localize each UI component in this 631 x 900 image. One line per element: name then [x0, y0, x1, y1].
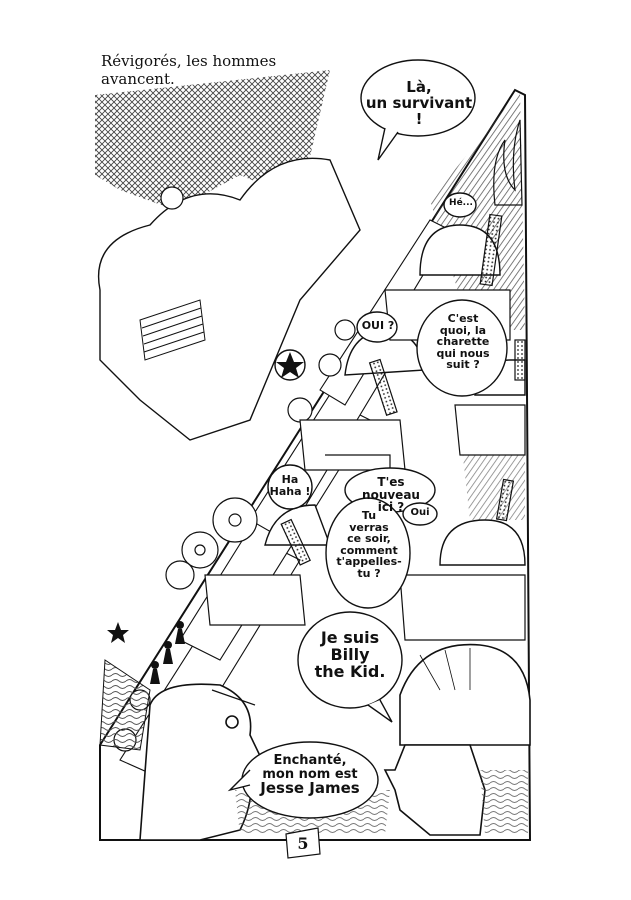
speech-charette-line-5: suit ?	[446, 358, 480, 372]
running-figures	[150, 621, 185, 684]
speech-charette-line-1: C'est	[447, 312, 479, 325]
speech-survivor-line-2: un survivant !	[365, 93, 473, 128]
star-emblem	[274, 349, 306, 381]
speech-verras-line-6: tu ?	[357, 566, 381, 580]
speech-verras-line-5: t'appelles-	[336, 555, 402, 569]
speech-survivor-line-1: Là,	[406, 78, 432, 96]
speech-bubble-shapes	[227, 59, 508, 819]
speech-verras-line-1: Tu	[361, 509, 377, 522]
speech-verras-line-2: verras	[349, 520, 389, 534]
flame-top	[493, 119, 523, 206]
speech-oui-question: OUI ?	[358, 320, 398, 332]
caption-line-2: avancent.	[101, 70, 175, 88]
speech-verras: Tu verras ce soir, comment t'appelles- t…	[330, 510, 408, 579]
speech-charette-line-2: quoi, la	[439, 323, 487, 337]
speech-verras-line-4: comment	[340, 543, 398, 557]
soldier-right-face	[383, 643, 531, 836]
speech-haha-line-2: Haha !	[269, 484, 311, 498]
sun-circle	[160, 186, 184, 210]
smoke-cloud	[97, 157, 361, 441]
speech-billy-line-2: Billy	[330, 644, 370, 664]
speech-oui-question-text: OUI ?	[361, 319, 395, 332]
radio-antennas	[280, 213, 526, 566]
speech-nouveau-line-1: T'es nouveau	[362, 475, 420, 502]
speech-verras-line-3: ce soir,	[347, 532, 391, 546]
speech-jesse-line-2: mon nom est	[262, 766, 358, 782]
ground-hatching-right	[480, 770, 528, 835]
narration-caption: Révigorés, les hommes avancent.	[101, 52, 301, 88]
speech-oui-text: Oui	[410, 507, 430, 518]
speech-haha-line-1: Ha	[281, 473, 299, 486]
speech-charette-line-4: qui nous	[436, 346, 490, 360]
speech-he-text: Hé...	[449, 198, 473, 208]
speech-billy-line-3: the Kid.	[314, 661, 386, 681]
speech-nouveau: T'es nouveau ici ?	[350, 476, 432, 514]
fan-shape	[99, 659, 151, 751]
speech-survivor: Là, un survivant !	[364, 78, 474, 128]
speech-oui: Oui	[405, 507, 435, 519]
speech-nouveau-line-2: ici ?	[377, 500, 405, 515]
speech-he: Hé...	[446, 198, 476, 208]
speech-haha: Ha Haha !	[268, 474, 312, 497]
speech-jesse-line-1: Enchanté,	[273, 753, 347, 768]
speech-billy-line-1: Je suis	[320, 628, 380, 647]
speech-jesse-line-3: Jesse James	[260, 779, 360, 798]
speech-charette-line-3: charette	[436, 335, 490, 349]
speech-billy: Je suis Billy the Kid.	[304, 628, 396, 681]
star-small	[107, 622, 129, 643]
page-number-tag	[285, 827, 321, 859]
flag-stripes	[139, 299, 206, 361]
speech-charette: C'est quoi, la charette qui nous suit ?	[425, 313, 501, 371]
page-number: 5	[297, 834, 309, 853]
speech-jesse: Enchanté, mon nom est Jesse James	[248, 754, 372, 797]
caption-line-1: Révigorés, les hommes	[101, 52, 277, 70]
